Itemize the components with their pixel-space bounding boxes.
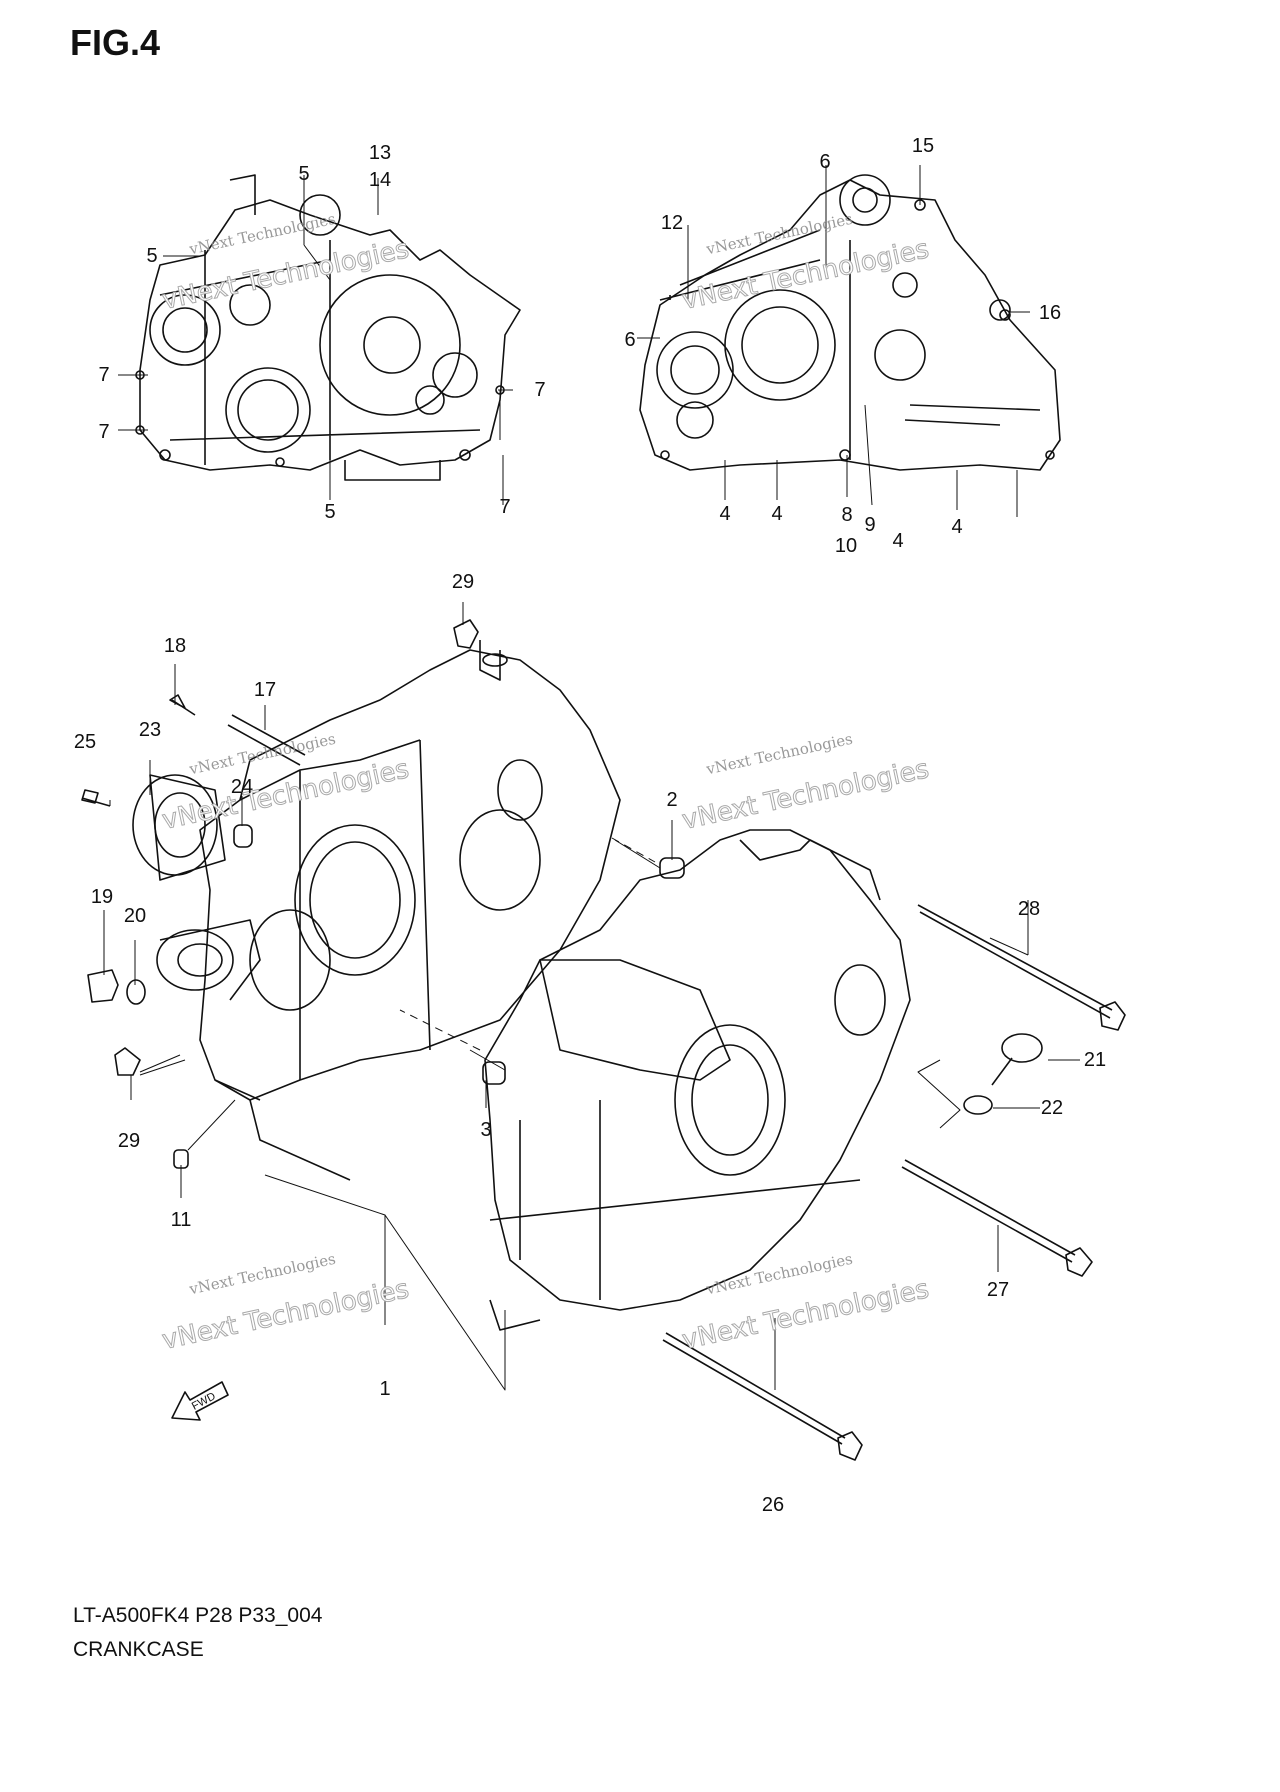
fwd-arrow-icon <box>171 1381 229 1421</box>
crankcase-right-half <box>484 829 911 1331</box>
callout-7: 7 <box>534 379 546 401</box>
callout-4: 4 <box>719 503 731 525</box>
crankcase-left-half <box>199 640 621 1181</box>
callout-29: 29 <box>451 571 475 593</box>
callout-2: 2 <box>666 789 678 811</box>
diagram-name: CRANKCASE <box>73 1638 204 1656</box>
callout-3: 3 <box>480 1119 492 1141</box>
callout-6: 6 <box>624 329 636 351</box>
callout-12: 12 <box>660 212 684 234</box>
callout-25: 25 <box>73 731 97 753</box>
callout-7: 7 <box>98 421 110 443</box>
callout-22: 22 <box>1040 1097 1064 1119</box>
callout-5: 5 <box>298 163 310 185</box>
callout-27: 27 <box>986 1279 1010 1301</box>
figure-title: FIG.4 <box>70 22 161 63</box>
callout-13: 13 <box>368 142 392 164</box>
callout-14: 14 <box>368 169 392 191</box>
callout-23: 23 <box>138 719 162 741</box>
callout-6: 6 <box>819 151 831 173</box>
callout-17: 17 <box>253 679 277 701</box>
callout-29: 29 <box>117 1130 141 1152</box>
callout-18: 18 <box>163 635 187 657</box>
callout-19: 19 <box>90 886 114 908</box>
left-crankcase-inner-view <box>135 174 521 481</box>
callout-15: 15 <box>911 135 935 157</box>
callout-5: 5 <box>146 245 158 267</box>
callout-5: 5 <box>324 501 336 523</box>
callout-7: 7 <box>98 364 110 386</box>
callout-7: 7 <box>499 496 511 518</box>
callout-4: 4 <box>892 530 904 552</box>
right-crankcase-inner-view <box>639 174 1061 471</box>
callout-26: 26 <box>761 1494 785 1516</box>
callout-9: 9 <box>864 514 876 536</box>
callout-24: 24 <box>230 776 254 798</box>
callout-20: 20 <box>123 905 147 927</box>
callout-10: 10 <box>834 535 858 557</box>
leader-lines <box>103 165 1080 1391</box>
callout-21: 21 <box>1083 1049 1107 1071</box>
callout-1: 1 <box>379 1378 391 1400</box>
callout-8: 8 <box>841 504 853 526</box>
callout-28: 28 <box>1017 898 1041 920</box>
callout-4: 4 <box>951 516 963 538</box>
callout-11: 11 <box>170 1209 192 1231</box>
callout-4: 4 <box>771 503 783 525</box>
callout-16: 16 <box>1038 302 1062 324</box>
diagram-code: LT-A500FK4 P28 P33_004 <box>73 1604 323 1627</box>
small-parts <box>81 619 1126 1461</box>
